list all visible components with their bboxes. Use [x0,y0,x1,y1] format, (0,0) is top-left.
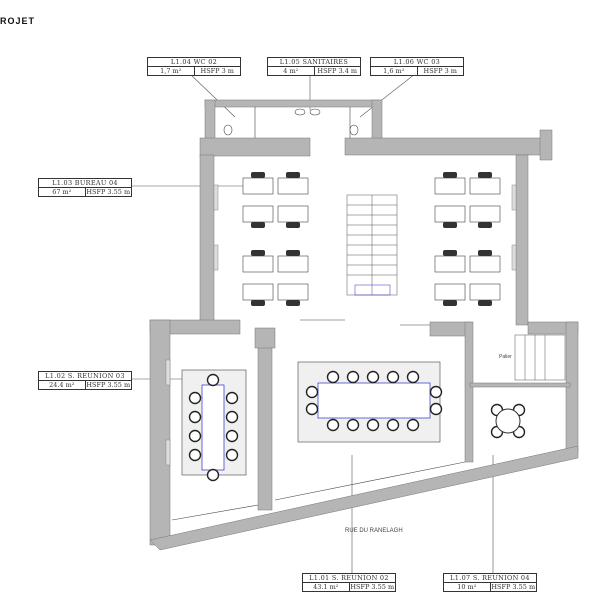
office-chair [478,172,492,178]
chair [188,448,202,462]
room-name: L1.01 S. REUNION 02 [303,574,395,583]
room-area: 1,7 m² [148,67,195,75]
chair [406,418,420,432]
desk [277,177,309,195]
room-name: L1.04 WC 02 [148,58,240,67]
office-chair [286,300,300,306]
interior-partitions [171,107,466,521]
room-height: HSFP 3 m [200,67,234,75]
desk [242,255,274,273]
desk [242,283,274,301]
office-chair [251,172,265,178]
chair [188,391,202,405]
office-chair [251,300,265,306]
office-chair [443,250,457,256]
room-area: 43.1 m² [303,583,350,591]
desk [277,255,309,273]
office-chair [478,300,492,306]
room-height: HSFP 3.55 m [491,583,536,591]
chair [305,385,319,399]
room-name: L1.03 BUREAU 04 [39,179,131,188]
chair [206,468,220,482]
room-name: L1.02 S. REUNION 03 [39,372,131,381]
room-height: HSFP 3.55 m [86,188,131,196]
chair [366,418,380,432]
office-chair [478,222,492,228]
room-name: L1.07 S. REUNION 04 [444,574,536,583]
office-chair [286,172,300,178]
chair [305,402,319,416]
office-chair [443,222,457,228]
desk [434,205,466,223]
chair [326,418,340,432]
toilet-icons [223,108,359,136]
desk [242,205,274,223]
drawing-title: ROJET [0,16,36,26]
office-chair [251,250,265,256]
desk [434,177,466,195]
chair [366,370,380,384]
room-area: 10 m² [444,583,491,591]
desk [469,283,501,301]
chair [225,391,239,405]
room-label-wc03: L1.06 WC 03 1,6 m² HSFP 3 m [370,57,464,76]
chair [188,429,202,443]
chair [188,410,202,424]
room-area: 24.4 m² [39,381,86,389]
landing-label: Palier [499,354,512,360]
desk [469,205,501,223]
desk [469,177,501,195]
meeting-room-04-table [495,408,521,434]
desk [434,255,466,273]
workstations [242,172,501,306]
desk [277,205,309,223]
chair [225,410,239,424]
room-height: HSFP 3.55 m [86,381,131,389]
room-height: HSFP 3.55 m [350,583,395,591]
room-height: HSFP 3 m [423,67,457,75]
street-name: RUE DU RANELAGH [345,528,403,534]
office-chair [286,250,300,256]
walls [149,99,579,551]
desk [277,283,309,301]
chair [406,370,420,384]
desk [434,283,466,301]
windows [165,184,517,466]
office-chair [286,222,300,228]
room-area: 1,6 m² [371,67,418,75]
chair [346,418,360,432]
chair [346,370,360,384]
chair [225,448,239,462]
room-area: 67 m² [39,188,86,196]
desk [242,177,274,195]
office-chair [251,222,265,228]
desk [469,255,501,273]
chair [326,370,340,384]
room-name: L1.06 WC 03 [371,58,463,67]
room-area: 4 m² [268,67,315,75]
chair [429,402,443,416]
chair [386,370,400,384]
chair [386,418,400,432]
office-chair [478,250,492,256]
office-chair [443,300,457,306]
room-label-wc02: L1.04 WC 02 1,7 m² HSFP 3 m [147,57,241,76]
room-height: HSFP 3.4 m [317,67,358,75]
chair [206,373,220,387]
meeting-chairs [188,370,526,482]
chair [225,429,239,443]
staircase [346,194,566,381]
office-chair [443,172,457,178]
room-name: L1.05 SANITAIRES [268,58,360,67]
chair [429,385,443,399]
